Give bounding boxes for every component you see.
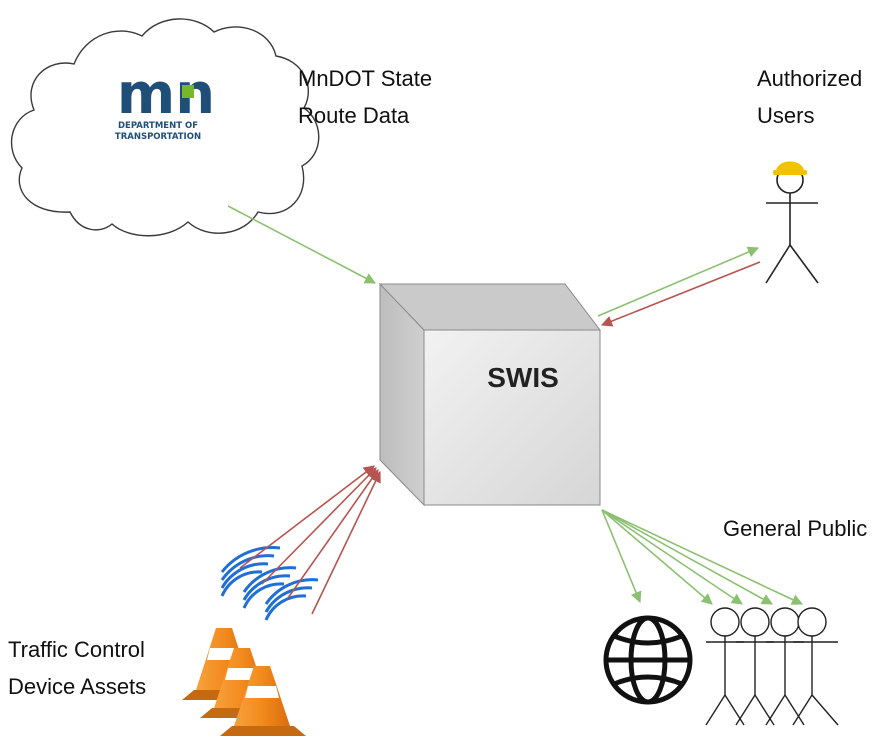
authorized-users-label: Authorized Users <box>757 60 862 134</box>
swis-label: SWIS <box>487 362 559 393</box>
stick-figure-icon <box>735 607 775 726</box>
hard-hat-icon <box>773 161 807 175</box>
box-3d-icon: SWIS <box>378 282 602 507</box>
arrow-assets-to-swis <box>239 465 375 569</box>
traffic-assets-label: Traffic Control Device Assets <box>8 631 146 705</box>
users-label-line2: Users <box>757 103 815 128</box>
arrows <box>227 205 804 615</box>
assets-label-line2: Device Assets <box>8 674 147 699</box>
mndot-dept-line1: DEPARTMENT OF <box>118 121 198 131</box>
users-label-line1: Authorized <box>757 66 863 91</box>
general-public-label: General Public <box>723 510 867 547</box>
wireless-signal-icon <box>220 546 319 621</box>
mndot-logo: mn DEPARTMENT OF TRANSPORTATION <box>115 62 215 142</box>
arrow-assets-to-swis <box>311 470 381 615</box>
mndot-label-line1: MnDOT State <box>298 66 433 91</box>
mndot-logo-mark: mn <box>117 62 215 127</box>
traffic-cone-icon <box>220 666 306 736</box>
arrow-assets-to-swis <box>261 467 377 585</box>
stick-figure-icon <box>792 607 839 726</box>
mndot-dept-line2: TRANSPORTATION <box>115 132 201 142</box>
arrow-swis-to-public <box>601 509 804 605</box>
arrow-swis-to-public <box>601 509 713 605</box>
arrow-swis-to-globe <box>601 509 642 604</box>
assets-label-line1: Traffic Control <box>8 637 145 662</box>
globe-icon <box>603 615 693 705</box>
stick-figure-icon <box>765 607 805 726</box>
arrow-swis-to-users <box>597 246 760 317</box>
stick-figure-icon <box>765 166 819 284</box>
arrow-mndot-to-swis <box>227 205 376 284</box>
public-label-text: General Public <box>723 516 868 541</box>
logo-accent <box>182 85 194 98</box>
arrow-users-to-swis <box>600 261 761 327</box>
arrow-assets-to-swis <box>287 469 379 599</box>
crowd-icon <box>705 607 839 726</box>
cloud-icon <box>10 18 320 237</box>
arrow-swis-to-public <box>601 509 773 605</box>
mndot-label: MnDOT State Route Data <box>298 60 432 134</box>
arrow-swis-to-public <box>601 509 743 605</box>
mndot-label-line2: Route Data <box>298 103 410 128</box>
stick-figure-icon <box>705 607 745 726</box>
